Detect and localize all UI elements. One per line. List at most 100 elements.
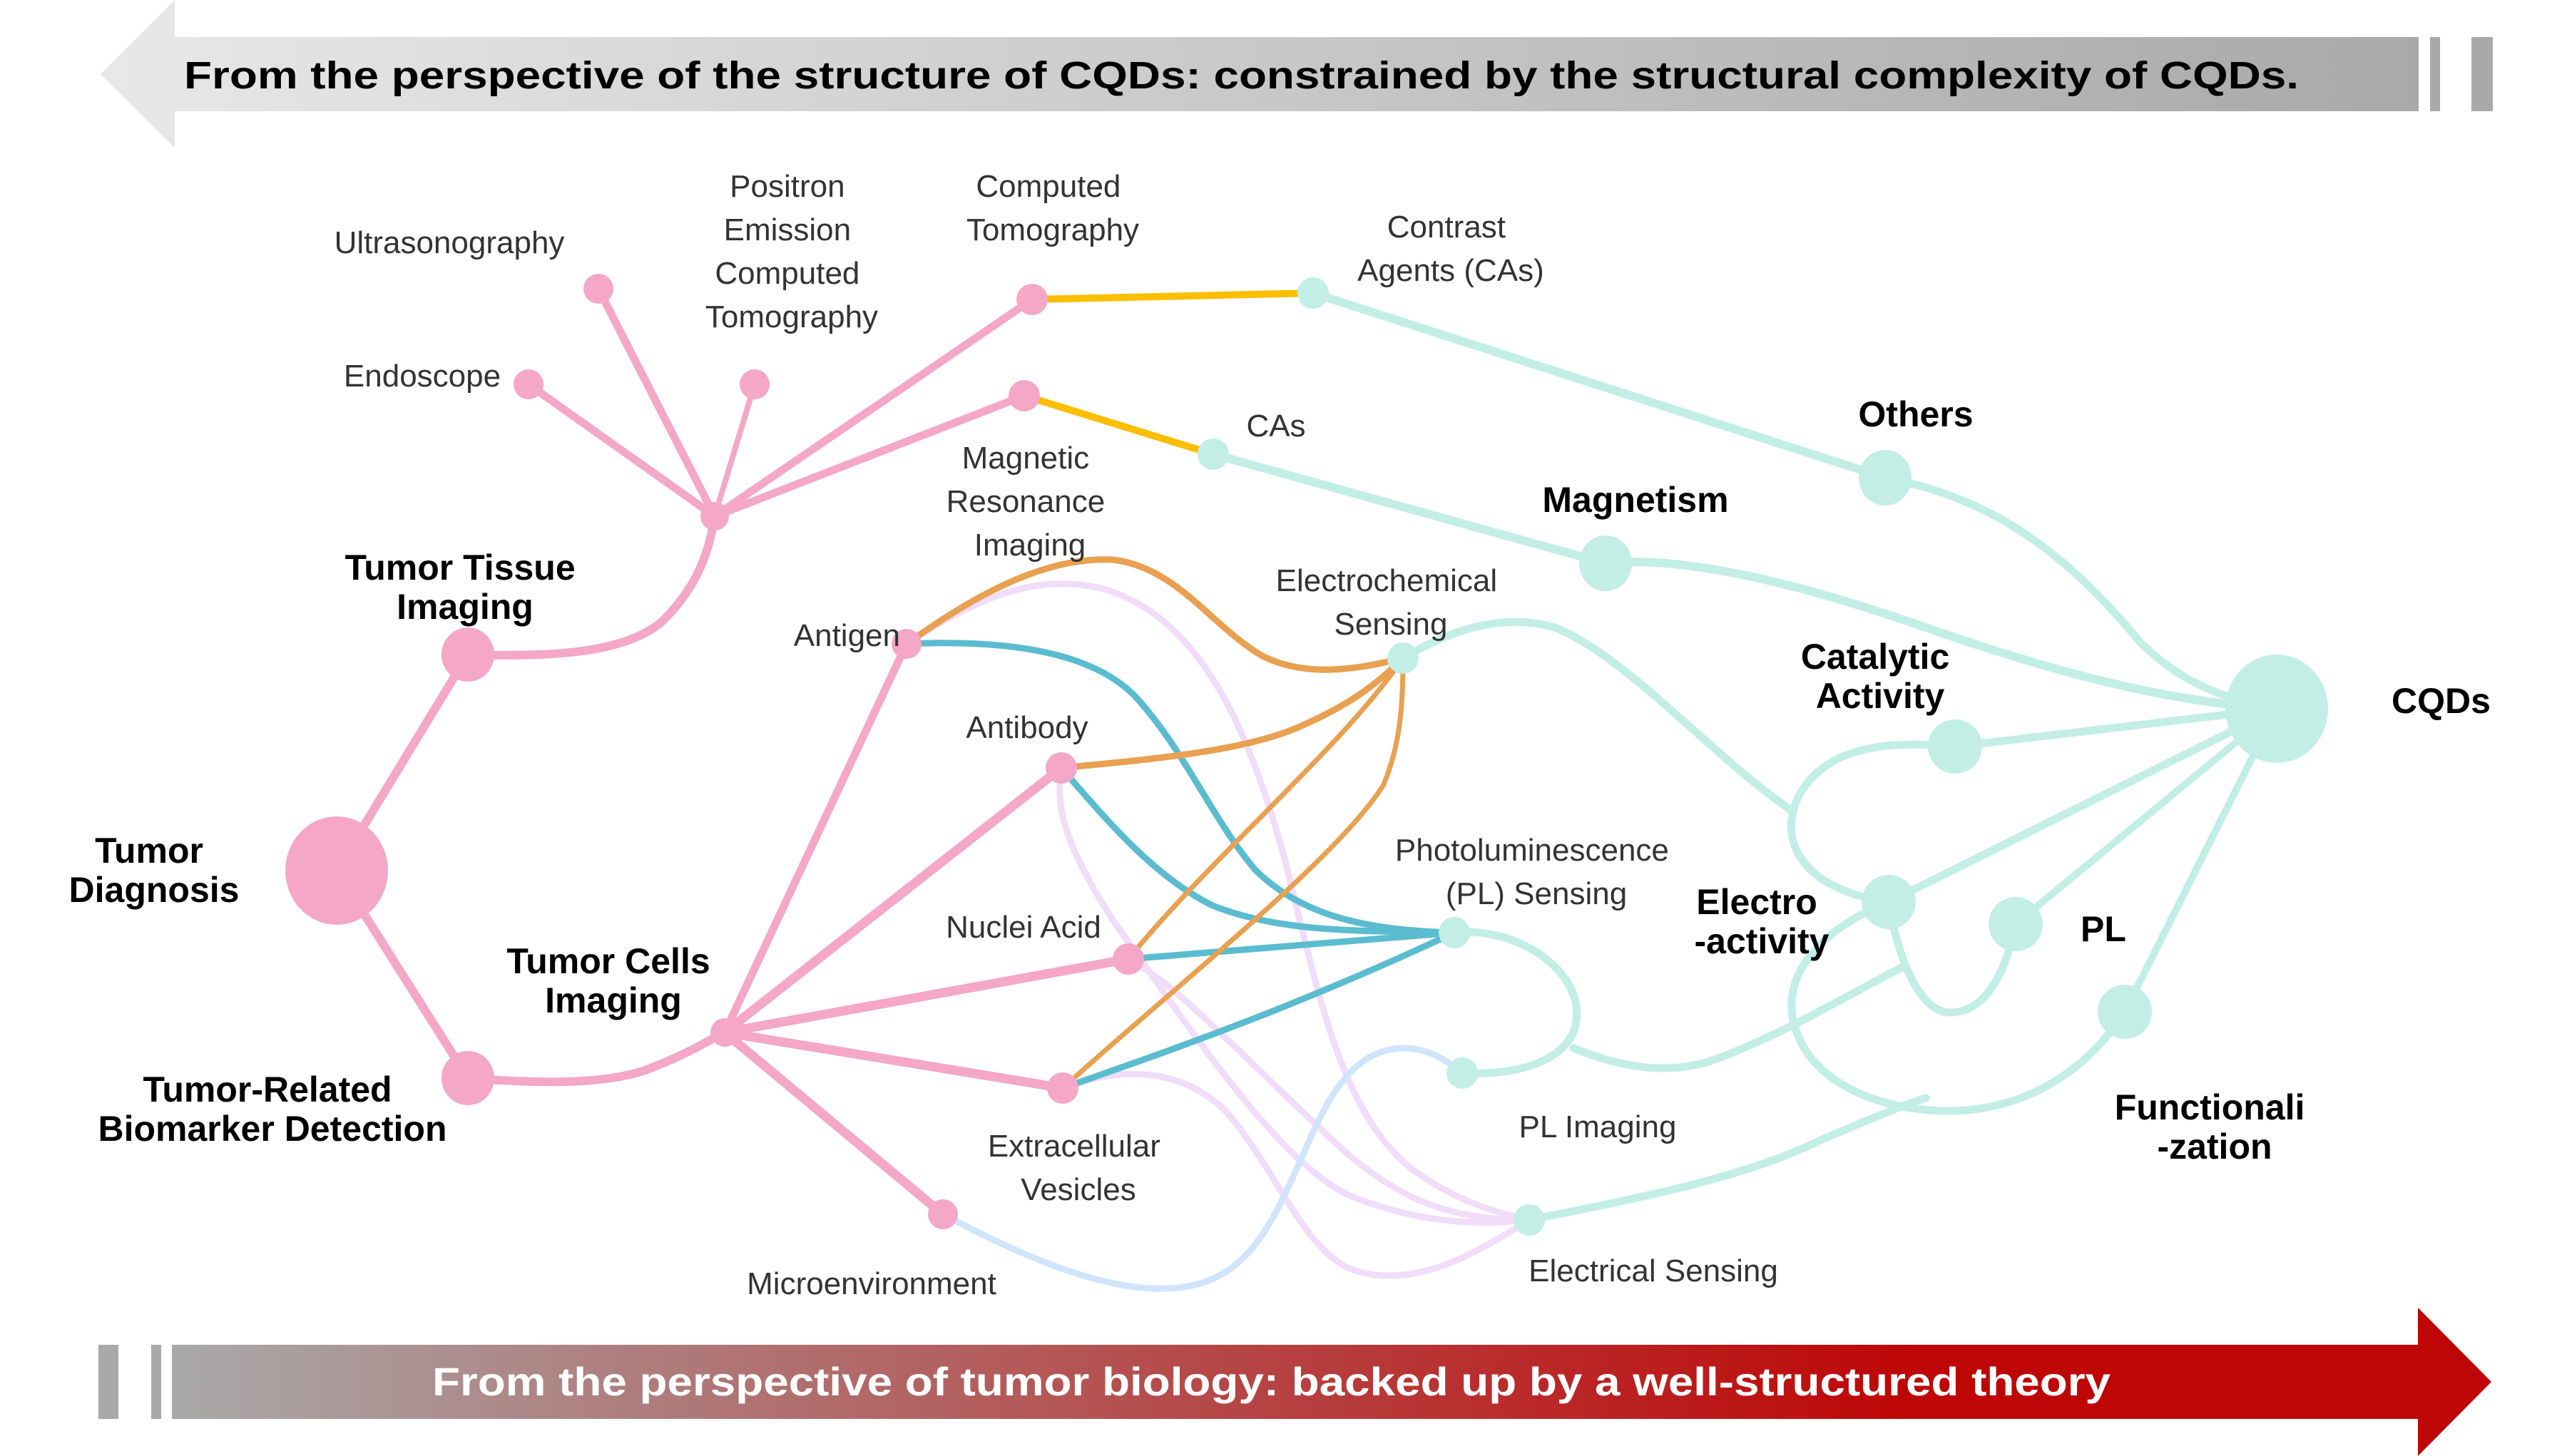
node-tumor-diagnosis[interactable]: [285, 816, 388, 925]
edge-electroactivity-cqds: [1884, 704, 2281, 906]
node-electrical-sensing[interactable]: [1514, 1204, 1545, 1236]
top-banner-stripe: [2471, 37, 2493, 111]
label-cas: CAs: [1246, 409, 1305, 444]
label-others: Others: [1858, 394, 1973, 434]
node-cas[interactable]: [1198, 439, 1229, 470]
label-contrast-agents: Contrast Agents (CAs): [1357, 210, 1544, 288]
edge-pl-sensing-pl-imaging: [1450, 928, 1581, 1078]
node-others[interactable]: [1859, 450, 1912, 506]
top-banner-stripe: [2430, 37, 2440, 111]
node-mri[interactable]: [1009, 380, 1040, 411]
edge-catalytic-cqds: [1951, 704, 2281, 751]
bottom-banner-stripe: [98, 1345, 118, 1419]
edge-cells-microenvironment: [720, 1027, 948, 1219]
edge-biomarker-cells: [464, 1028, 729, 1087]
edge-antibody-pl-sensing: [1058, 764, 1458, 936]
edge-hub-mri: [710, 391, 1029, 521]
label-extracellular-vesicles: Extracellular Vesicles: [988, 1129, 1169, 1207]
node-imaging-hub[interactable]: [700, 502, 729, 530]
label-pet-ct: Positron Emission Computed Tomography: [705, 169, 878, 334]
label-mri: Magnetic Resonance Imaging: [946, 441, 1114, 563]
edge-microenvironment-pl-imaging: [939, 1045, 1466, 1292]
edge-electroactivity-functionalization: [1787, 898, 2129, 1115]
edge-cas-magnetism: [1209, 450, 1610, 568]
edge-antibody-electrochemical: [1058, 655, 1407, 771]
node-ultrasonography[interactable]: [583, 274, 613, 304]
edge-ev-electrical-sensing: [1059, 1070, 1533, 1279]
edge-cells-ev: [720, 1027, 1068, 1093]
edge-ev-electrochemical: [1060, 655, 1406, 1091]
label-pl-imaging: PL Imaging: [1519, 1109, 1677, 1144]
edge-antibody-electrical-sensing: [1056, 764, 1533, 1226]
node-functionalization[interactable]: [2098, 985, 2152, 1039]
top-banner-arrow: [101, 0, 2419, 148]
edges: [332, 284, 2281, 1292]
node-nuclei-acid[interactable]: [1113, 943, 1144, 975]
label-tumor-cells-imaging: Tumor Cells Imaging: [506, 941, 720, 1020]
edge-antigen-electrochemical: [903, 556, 1407, 673]
edge-magnetism-cqds: [1601, 558, 2281, 713]
nodes: [285, 274, 2328, 1236]
node-endoscope[interactable]: [514, 369, 543, 399]
label-cqds: CQDs: [2392, 681, 2491, 721]
label-endoscope: Endoscope: [344, 359, 501, 394]
edge-hub-ultrasonography: [594, 284, 719, 521]
top-banner-text: From the perspective of the structure of…: [184, 54, 2299, 97]
edge-mri-cas: [1021, 392, 1217, 458]
node-pet-ct[interactable]: [740, 369, 770, 399]
edge-functionalization-cqds: [2121, 705, 2280, 1015]
node-tumor-cells-imaging[interactable]: [710, 1018, 739, 1047]
edge-others-cqds: [1881, 473, 2281, 713]
node-contrast-agents[interactable]: [1297, 277, 1329, 309]
node-pl[interactable]: [1989, 897, 2043, 951]
node-electro-activity[interactable]: [1862, 875, 1916, 929]
node-antigen[interactable]: [892, 629, 922, 659]
label-tumor-related-biomarker: Tumor-Related Biomarker Detection: [98, 1070, 446, 1149]
label-electrical-sensing: Electrical Sensing: [1529, 1254, 1778, 1288]
node-electrochemical-sensing[interactable]: [1387, 642, 1419, 674]
node-catalytic-activity[interactable]: [1928, 719, 1982, 774]
edge-cells-antibody: [720, 763, 1066, 1037]
node-computed-tomography[interactable]: [1016, 284, 1048, 315]
edge-nuclei-pl-sensing: [1125, 929, 1458, 963]
edge-contrast-others: [1309, 289, 1889, 482]
label-microenvironment: Microenvironment: [747, 1266, 996, 1301]
node-cqds[interactable]: [2225, 655, 2328, 763]
node-microenvironment[interactable]: [928, 1199, 958, 1229]
edge-cells-antigen: [720, 640, 911, 1037]
edge-antigen-pl-sensing: [903, 640, 1458, 936]
edge-tissue-hub: [464, 512, 719, 660]
edge-hub-endoscope: [524, 380, 719, 521]
edge-electrical-functionalization: [1525, 1094, 1930, 1224]
label-catalytic-activity: Catalytic Activity: [1801, 637, 1959, 716]
edge-pl-imaging-pl: [1569, 962, 1909, 1072]
edge-antigen-electrical-sensing: [903, 580, 1533, 1224]
edge-electrochemical-electroactivity: [1399, 617, 1796, 815]
node-extracellular-vesicles[interactable]: [1047, 1072, 1078, 1104]
labels: Tumor Diagnosis Tumor Tissue Imaging Tum…: [69, 169, 2491, 1301]
edge-nuclei-electrochemical: [1126, 655, 1406, 962]
node-pl-sensing[interactable]: [1439, 917, 1470, 948]
label-antibody: Antibody: [966, 710, 1088, 745]
edge-pl-cqds: [2012, 705, 2280, 928]
label-electrochemical-sensing: Electrochemical Sensing: [1276, 563, 1506, 642]
node-magnetism[interactable]: [1579, 535, 1632, 591]
bottom-banner-arrow: [172, 1308, 2491, 1456]
edge-ct-contrast-agents: [1029, 289, 1317, 303]
edge-electroactivity-pl: [1884, 898, 2020, 1017]
bottom-banner-stripe: [151, 1345, 161, 1419]
label-computed-tomography: Computed Tomography: [966, 169, 1139, 247]
node-tumor-tissue-imaging[interactable]: [442, 627, 494, 682]
label-ultrasonography: Ultrasonography: [335, 225, 565, 260]
label-magnetism: Magnetism: [1542, 480, 1728, 520]
label-functionalization: Functionali -zation: [2115, 1087, 2315, 1167]
node-tumor-related-biomarker[interactable]: [442, 1051, 494, 1105]
label-pl: PL: [2081, 909, 2126, 949]
node-antibody[interactable]: [1046, 752, 1077, 784]
node-pl-imaging[interactable]: [1446, 1057, 1478, 1089]
label-pl-sensing: Photoluminescence (PL) Sensing: [1395, 833, 1678, 911]
label-electro-activity: Electro -activity: [1695, 882, 1829, 961]
top-banner: From the perspective of the structure of…: [101, 0, 2493, 148]
edge-catalytic-electroactivity: [1787, 740, 1959, 906]
